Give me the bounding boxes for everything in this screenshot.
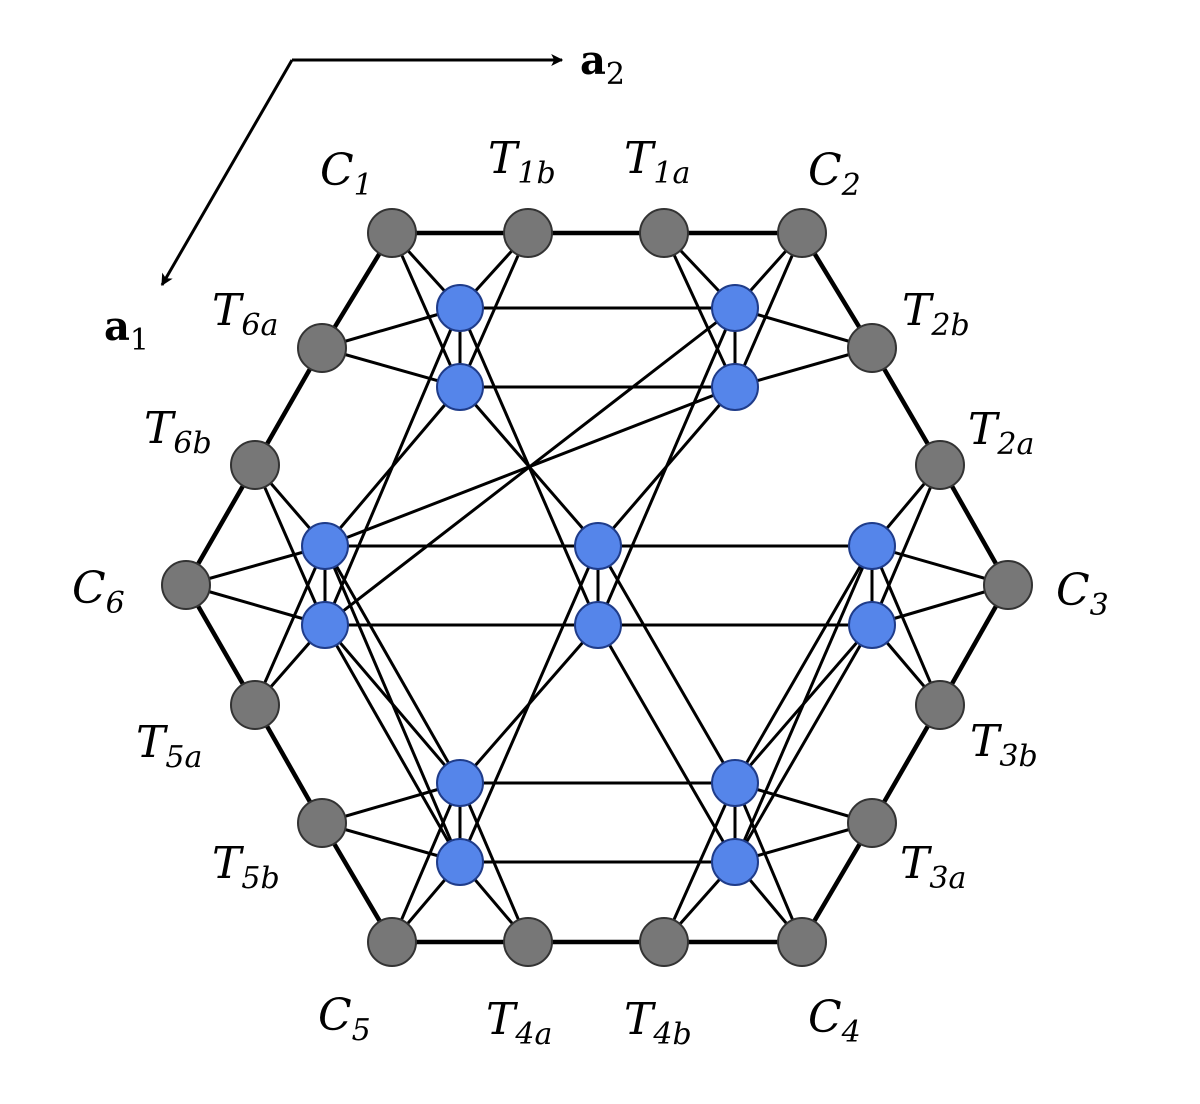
edge-T2a-B10 [870, 464, 942, 626]
inner-node-B7 [574, 522, 622, 570]
label-C4: C4 [808, 992, 861, 1050]
lattice-vectors: a2 a1 [104, 37, 625, 358]
label-C6: C6 [72, 563, 125, 621]
outer-node-T5b [297, 798, 347, 848]
inner-node-B9 [848, 522, 896, 570]
label-T4a: T4a [486, 994, 552, 1052]
edge-T3b-B9 [870, 545, 942, 706]
outer-node-T1b [503, 208, 553, 258]
edge-T1a-B4 [662, 232, 737, 388]
inner-node-B11 [436, 759, 484, 807]
edge-B7-B12 [458, 545, 600, 863]
outer-node-C2 [777, 208, 827, 258]
edge-C1-B2 [390, 232, 462, 388]
edge-B5-B11 [323, 545, 462, 784]
label-T3b: T3b [970, 716, 1038, 774]
label-T1a: T1a [624, 133, 690, 191]
inner-node-B8 [574, 601, 622, 649]
inner-node-B4 [711, 363, 759, 411]
edge-T1b-B2 [458, 232, 530, 388]
outer-node-T4a [503, 917, 553, 967]
inner-node-B1 [436, 284, 484, 332]
inner-node-B10 [848, 601, 896, 649]
label-C3: C3 [1056, 565, 1109, 623]
outer-node-T5a [230, 680, 280, 730]
outer-node-T2a [915, 440, 965, 490]
inner-node-B13 [711, 759, 759, 807]
edge-T6b-B6 [253, 464, 327, 626]
edge-T5a-B5 [253, 545, 327, 706]
inner-node-B6 [301, 601, 349, 649]
label-C1: C1 [320, 145, 373, 203]
label-T5a: T5a [136, 717, 202, 775]
label-T2a: T2a [968, 404, 1034, 462]
inner-node-B3 [711, 284, 759, 332]
edge-B6-B11 [323, 624, 462, 784]
edge-B4-B7 [596, 386, 737, 547]
edge-B6-B12 [323, 624, 462, 863]
edge-T4a-B11 [458, 782, 530, 943]
inner-node-B2 [436, 363, 484, 411]
inner-node-B12 [436, 838, 484, 886]
outer-node-C3 [983, 560, 1033, 610]
outer-node-C4 [777, 917, 827, 967]
outer-node-T6a [297, 323, 347, 373]
node-labels: C1 T1b T1a C2 T2b T2a C3 T3b T3a C4 T4b … [72, 133, 1109, 1052]
label-T6b: T6b [144, 403, 212, 461]
edge-B2-B5 [323, 386, 462, 547]
vector-a1-label: a1 [104, 303, 149, 358]
vector-a1-arrow [160, 59, 294, 287]
vector-a2-label: a2 [580, 37, 625, 92]
edge-B10-B14 [733, 624, 874, 863]
edge-T4b-B13 [662, 782, 737, 943]
label-T6a: T6a [212, 285, 278, 343]
edge-B8-B14 [596, 624, 737, 863]
nodes [161, 208, 1033, 967]
outer-node-T6b [230, 440, 280, 490]
outer-node-T2b [847, 323, 897, 373]
label-C5: C5 [318, 990, 371, 1048]
outer-node-T3b [915, 680, 965, 730]
outer-node-C1 [367, 208, 417, 258]
label-T4b: T4b [624, 994, 692, 1052]
label-T2b: T2b [902, 285, 970, 343]
outer-node-T1a [639, 208, 689, 258]
label-T3a: T3a [900, 838, 966, 896]
edge-B4-B5 [324, 385, 736, 548]
inner-node-B5 [301, 522, 349, 570]
edge-B9-B14 [733, 545, 874, 863]
edge-B9-B13 [733, 545, 874, 784]
label-T5b: T5b [212, 838, 280, 896]
label-C2: C2 [808, 145, 861, 203]
outer-node-C5 [367, 917, 417, 967]
outer-node-C6 [161, 560, 211, 610]
edge-B7-B13 [596, 545, 737, 784]
outer-node-T3a [847, 798, 897, 848]
edge-C5-B11 [390, 782, 462, 943]
outer-node-T4b [639, 917, 689, 967]
edge-C2-B4 [733, 232, 804, 388]
label-T1b: T1b [488, 133, 556, 191]
edge-C4-B13 [733, 782, 804, 943]
inner-node-B14 [711, 838, 759, 886]
